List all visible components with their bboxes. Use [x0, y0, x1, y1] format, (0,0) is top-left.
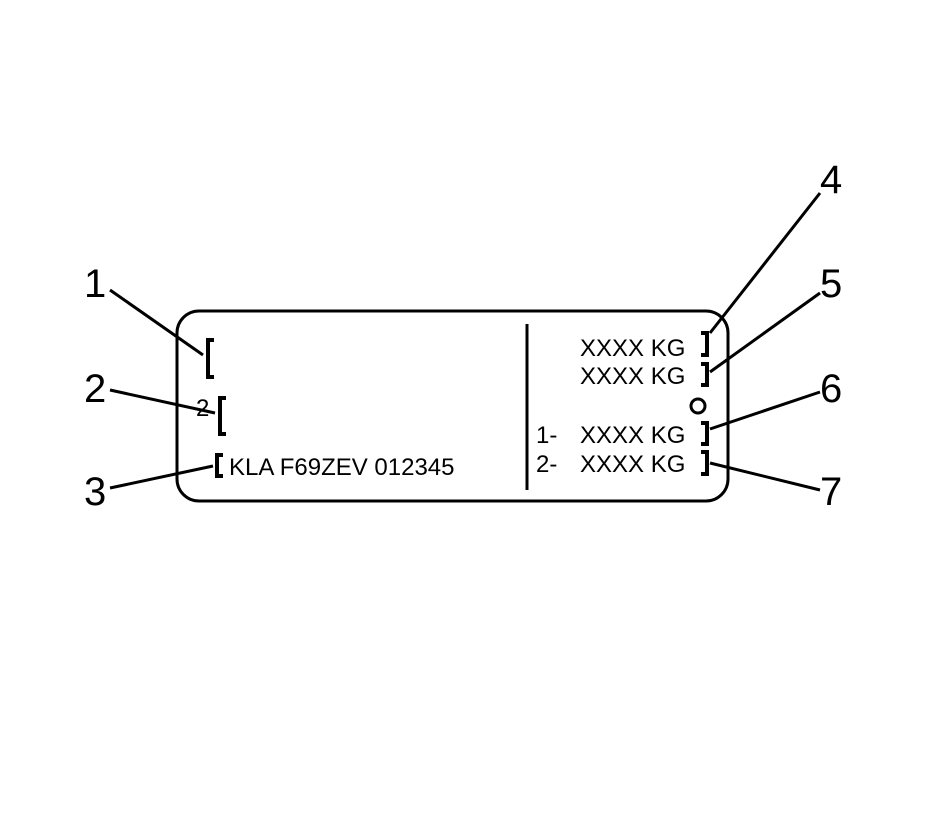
callout-3: 3: [84, 470, 106, 514]
bracket-3: [215, 453, 223, 478]
leader-3: [109, 464, 214, 490]
callout-2: 2: [84, 367, 106, 411]
leader-1: [109, 288, 204, 357]
callout-4: 4: [820, 158, 842, 202]
vin-line: KLA F69ZEV 012345: [229, 454, 455, 481]
callout-6: 6: [820, 367, 842, 411]
axle1-prefix: 1-: [536, 422, 557, 449]
leader-5: [709, 291, 821, 374]
leader-2: [109, 388, 216, 415]
axle2-weight: XXXX KG: [580, 451, 685, 478]
bracket-7: [701, 450, 709, 476]
axle2-prefix: 2-: [536, 451, 557, 478]
leader-7: [709, 461, 821, 492]
bracket-4: [701, 331, 709, 357]
bracket-2: [218, 396, 226, 436]
bracket-1: [206, 338, 214, 379]
gvwr-weight: XXXX KG: [580, 335, 685, 362]
leader-4: [708, 192, 822, 334]
gcwr-weight: XXXX KG: [580, 363, 685, 390]
bracket-5: [701, 362, 709, 387]
partial-glyph: 2: [196, 395, 209, 422]
callout-5: 5: [820, 262, 842, 306]
bracket-6: [701, 421, 709, 446]
axle1-weight: XXXX KG: [580, 422, 685, 449]
weight-symbol-circle: [689, 397, 707, 415]
leader-6: [709, 390, 821, 431]
callout-7: 7: [820, 470, 842, 514]
callout-1: 1: [84, 262, 106, 306]
